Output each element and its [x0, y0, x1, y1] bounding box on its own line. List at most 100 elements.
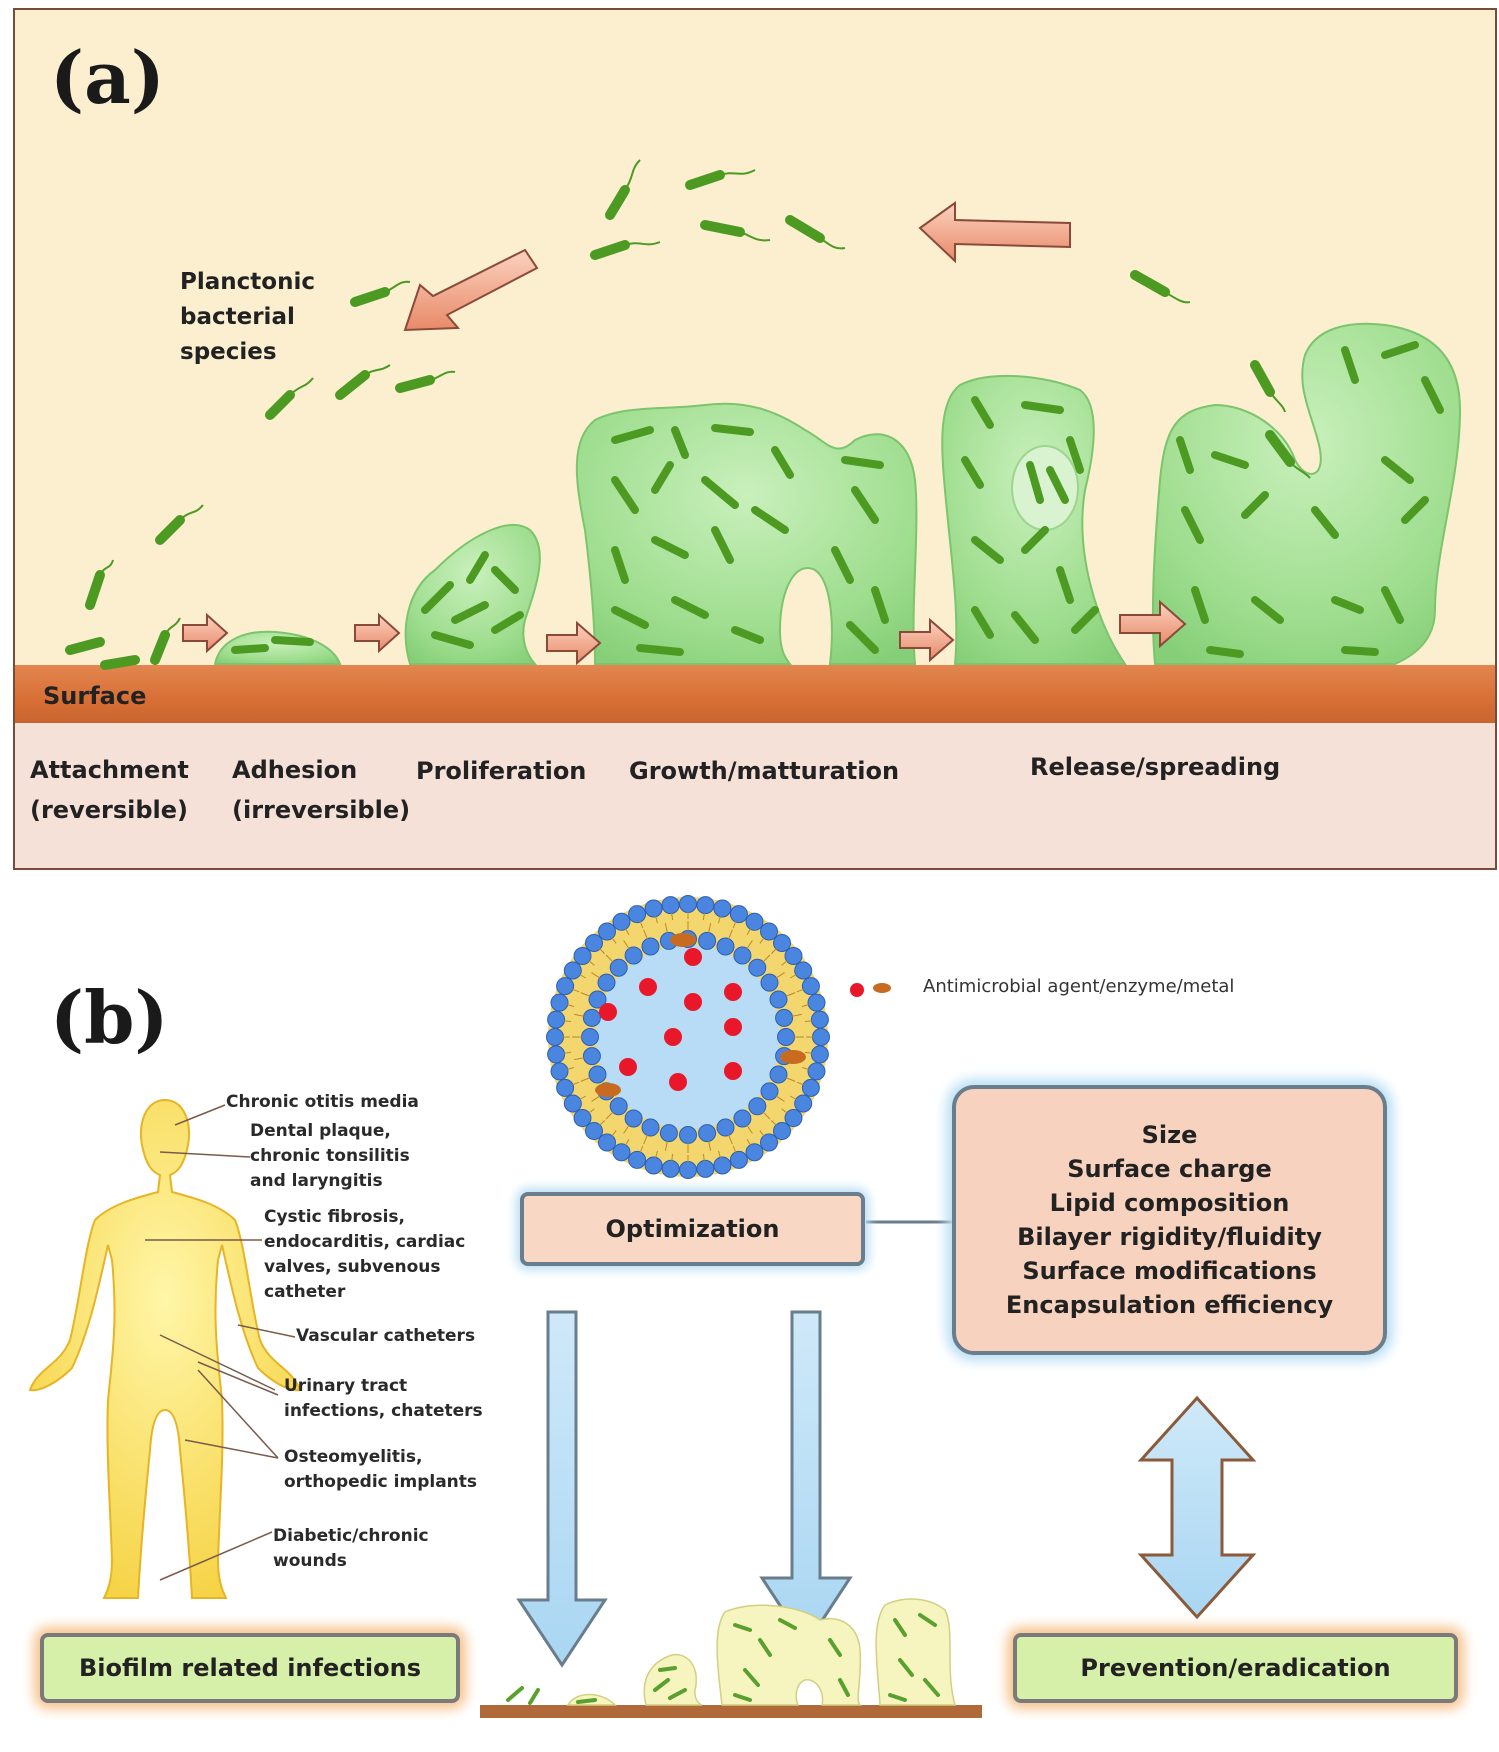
surface-label: Surface	[43, 682, 147, 710]
lipid-head	[679, 930, 697, 948]
lipid-tail	[804, 1020, 812, 1023]
lipid-tail	[580, 1077, 591, 1082]
lipid-tail	[789, 974, 797, 979]
lipid-tail	[771, 948, 777, 954]
lipid-tail	[655, 916, 658, 924]
lipid-head	[588, 990, 607, 1009]
biofilm-formation-illustration	[65, 159, 1462, 670]
lipid-tail	[796, 988, 804, 993]
lipid-head	[773, 1122, 791, 1140]
lipid-tail	[718, 1150, 721, 1158]
lipid-head	[628, 1150, 647, 1169]
lipid-head	[696, 896, 715, 915]
lipid-tail	[591, 1095, 601, 1102]
lipid-head	[769, 1065, 788, 1084]
property-surface-charge: Surface charge	[1067, 1155, 1272, 1183]
lipid-head	[585, 1122, 603, 1140]
lipid-tail	[639, 1145, 644, 1153]
lipid-tail	[580, 992, 591, 997]
lipid-tail	[718, 916, 721, 924]
proliferation-biofilm	[404, 524, 541, 665]
lipid-head	[612, 912, 631, 931]
lipid-head	[748, 958, 767, 977]
legend-red-dot	[850, 983, 864, 997]
lipid-head	[556, 977, 575, 996]
lipid-head	[745, 1143, 764, 1162]
drug-orange	[595, 933, 806, 1097]
lipid-head	[547, 1010, 566, 1029]
property-surface-modifications: Surface modifications	[1022, 1257, 1317, 1285]
lipid-tail	[708, 1140, 712, 1151]
property-encapsulation: Encapsulation efficiency	[1005, 1291, 1334, 1319]
lipid-tail	[791, 1057, 802, 1061]
lipid-head	[733, 946, 752, 965]
lipid-tail	[702, 1153, 705, 1161]
lipid-tail	[671, 1153, 674, 1161]
lipid-head	[807, 993, 826, 1012]
body-label-urinary: Urinary tract infections, chateters	[284, 1376, 483, 1421]
lipid-tail	[781, 1108, 788, 1114]
lipid-tail	[746, 1138, 751, 1146]
lipid-head	[641, 937, 660, 956]
lipid-tail	[611, 1130, 617, 1137]
lipid-head	[573, 947, 592, 965]
surface-strip	[15, 665, 1495, 723]
blue-arrow-left	[516, 1310, 608, 1668]
lipid-tail	[746, 940, 753, 950]
lipid-head	[812, 1028, 830, 1046]
lipid-head	[556, 1078, 575, 1097]
lipid-tail	[599, 1120, 605, 1126]
lipid-head	[628, 905, 647, 924]
lipid-tail	[588, 960, 595, 966]
lipid-head	[775, 1047, 794, 1066]
biofilm-infections-box: Biofilm related infections	[40, 1633, 460, 1703]
lipid-head	[679, 1126, 697, 1144]
lipid-tail	[643, 929, 648, 940]
lipid-head	[713, 899, 732, 918]
body-label-osteomyelitis: Osteomyelitis, orthopedic implants	[284, 1447, 478, 1492]
lipid-head	[641, 1118, 660, 1137]
lipid-head	[713, 1156, 732, 1175]
stage-label-area	[15, 723, 1495, 868]
lipid-tail	[775, 972, 785, 979]
drug-red	[599, 948, 742, 1091]
lipid-tail	[791, 1013, 802, 1017]
planctonic-label: Planctonic bacterial species	[180, 269, 315, 365]
liposome	[546, 895, 830, 1179]
lipid-head	[550, 993, 569, 1012]
lipid-head	[581, 1028, 599, 1046]
lipid-tail	[664, 1140, 668, 1151]
lipid-tail	[588, 1108, 595, 1114]
stage-adhesion: Adhesion (irreversible)	[232, 756, 411, 824]
lipid-head	[784, 1109, 803, 1127]
lipid-head	[748, 1097, 767, 1116]
lipid-head	[801, 977, 820, 996]
lipid-tail	[574, 1057, 585, 1061]
lipid-head	[573, 1109, 592, 1127]
prevention-box: Prevention/eradication	[1013, 1633, 1458, 1703]
lipid-tail	[664, 923, 668, 934]
small-surface	[480, 1705, 982, 1718]
lipid-head	[598, 1133, 616, 1152]
body-label-vascular: Vascular catheters	[296, 1326, 476, 1346]
lipid-head	[661, 1159, 680, 1178]
lipid-head	[597, 1082, 616, 1101]
lipid-head	[679, 1161, 697, 1179]
lipid-head	[563, 1094, 582, 1113]
big-arrow-down-left	[403, 248, 539, 332]
lipid-tail	[762, 954, 771, 963]
lipid-tail	[591, 972, 601, 979]
lipid-head	[547, 1045, 566, 1064]
body-label-otitis: Chronic otitis media	[226, 1092, 419, 1112]
lipid-head	[807, 1062, 826, 1081]
lipid-tail	[567, 1004, 575, 1007]
lipid-tail	[732, 1145, 737, 1153]
lipid-tail	[625, 1138, 630, 1146]
lipid-head	[760, 922, 778, 941]
optimization-box: Optimization	[520, 1192, 865, 1266]
lipid-tail	[605, 954, 614, 963]
lipid-tail	[579, 1095, 587, 1100]
lipid-head	[661, 896, 680, 915]
lipid-head	[698, 931, 717, 950]
lipid-tail	[789, 1095, 797, 1100]
